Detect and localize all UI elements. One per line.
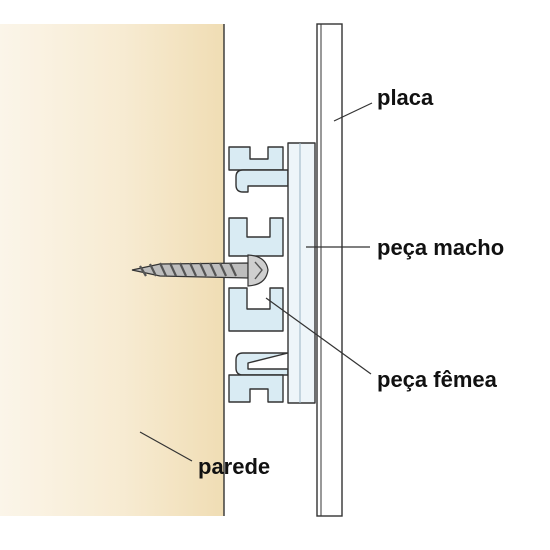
female-bottom-lip xyxy=(228,374,284,403)
label-parede: parede xyxy=(198,454,271,479)
female-top-hook xyxy=(235,169,289,193)
leader-parede xyxy=(139,431,193,462)
female-bottom-hook xyxy=(235,352,289,376)
female-top-lip xyxy=(228,146,284,171)
label-peca-macho: peça macho xyxy=(377,235,505,260)
label-peca-femea: peça fêmea xyxy=(377,367,497,392)
female-upper-block xyxy=(228,217,284,257)
screw-thread xyxy=(139,262,237,277)
label-placa: placa xyxy=(377,85,434,110)
screw-slot xyxy=(254,261,263,280)
female-piece xyxy=(228,146,289,403)
male-piece xyxy=(287,142,316,404)
screw xyxy=(131,254,269,287)
leader-placa xyxy=(333,102,373,122)
leader-peca-femea xyxy=(265,297,372,375)
screw-head xyxy=(247,254,269,287)
female-lower-block xyxy=(228,287,284,332)
